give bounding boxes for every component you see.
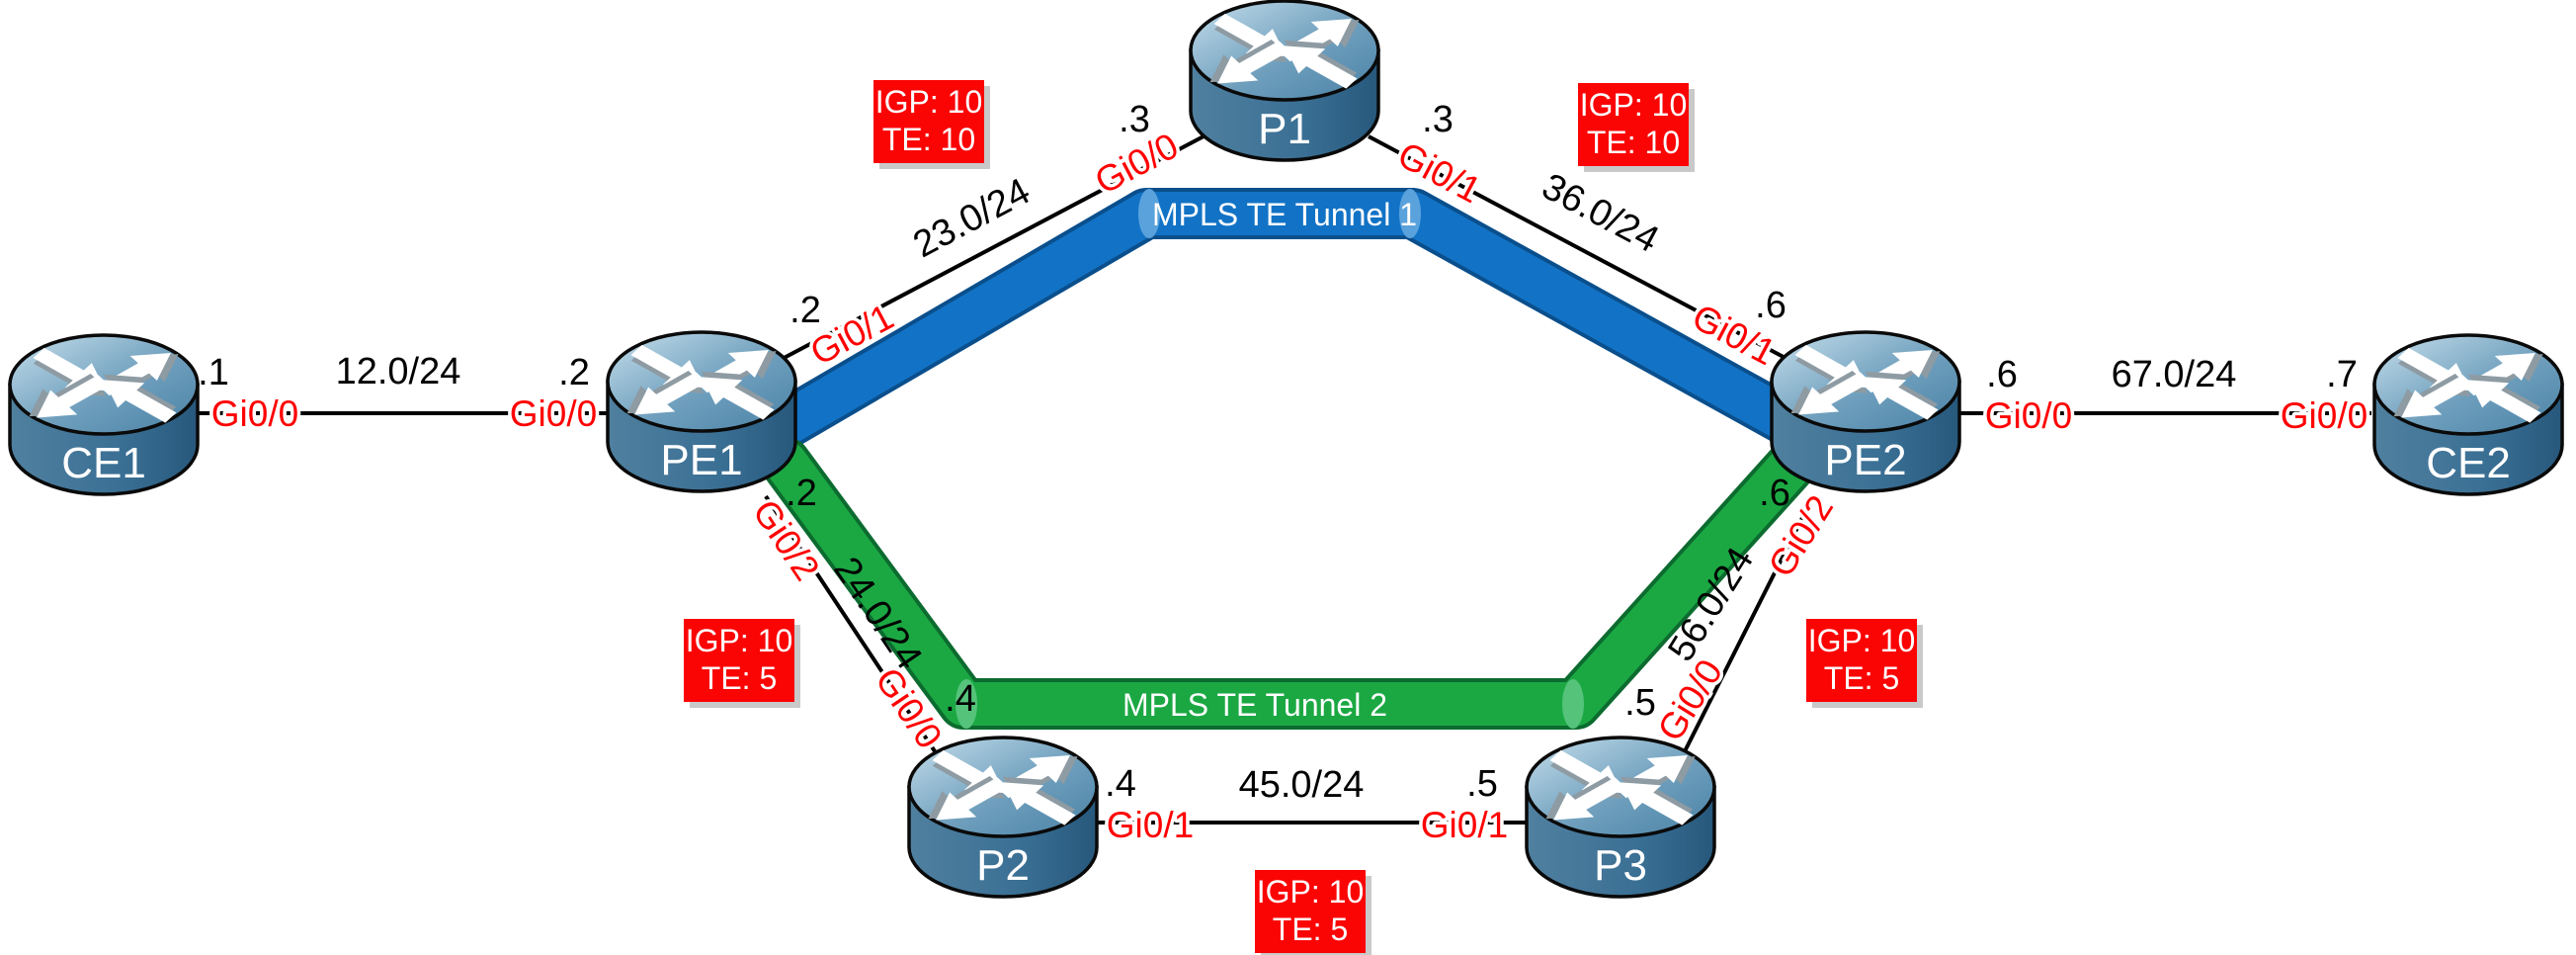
metric-badges: IGP: 10 TE: 10 IGP: 10 TE: 10 IGP: 10 TE… (684, 80, 1923, 955)
router-p2: P2 (909, 738, 1097, 897)
tunnel-1-tube (759, 192, 1820, 449)
badge-igp: IGP: 10 (1808, 623, 1916, 658)
badge-bg (1578, 83, 1689, 166)
ip-p1-gi00: .3 (1119, 99, 1150, 140)
link-p3-pe2 (1683, 501, 1812, 752)
badge-igp: IGP: 10 (1580, 87, 1688, 123)
badge-te: TE: 5 (702, 660, 777, 696)
iface-ce2-gi00: Gi0/0 (2281, 395, 2368, 436)
ip-p3-gi01: .5 (1466, 763, 1498, 805)
tunnel-2-joint-cap (956, 679, 977, 729)
tunnel-2-label: MPLS TE Tunnel 2 (1122, 687, 1387, 723)
iface-p2-gi01: Gi0/1 (1107, 805, 1194, 845)
network-67: 67.0/24 (2112, 354, 2237, 395)
iface-pe1-gi00: Gi0/0 (510, 393, 597, 434)
router-pe2: PE2 (1772, 332, 1959, 491)
badge-igp: IGP: 10 (1257, 874, 1365, 910)
ip-pe1-gi00: .2 (558, 352, 590, 393)
network-23: 23.0/24 (907, 171, 1038, 267)
badge-te: TE: 5 (1824, 660, 1899, 696)
iface-pe2-gi00: Gi0/0 (1985, 395, 2072, 436)
ip-pe2-gi01: .6 (1755, 285, 1787, 326)
iface-p3-gi00: Gi0/0 (1650, 652, 1731, 748)
tunnel-1-label: MPLS TE Tunnel 1 (1152, 197, 1417, 232)
router-p1-label: P1 (1258, 105, 1311, 153)
router-ce1: CE1 (10, 335, 198, 494)
badge-p3-pe2-metrics: IGP: 10 TE: 5 (1806, 619, 1923, 708)
tunnel-1-joint-cap (1399, 189, 1421, 238)
network-12: 12.0/24 (336, 351, 461, 392)
router-pe1-label: PE1 (660, 436, 742, 484)
badge-bg (684, 619, 794, 702)
badge-te: TE: 5 (1273, 912, 1348, 947)
tunnel-1: MPLS TE Tunnel 1 (755, 188, 1824, 453)
badge-bg (873, 80, 984, 163)
ip-p2-gi00: .4 (945, 678, 976, 720)
iface-ce1-gi00: Gi0/0 (211, 393, 298, 434)
ip-pe2-gi02: .6 (1759, 473, 1790, 514)
router-p3-label: P3 (1594, 841, 1647, 890)
iface-p3-gi01: Gi0/1 (1421, 805, 1508, 845)
network-36: 36.0/24 (1536, 166, 1666, 262)
tunnel-2: MPLS TE Tunnel 2 (760, 437, 1819, 730)
ip-p2-gi01: .4 (1105, 763, 1136, 805)
ip-p3-gi00: .5 (1624, 682, 1656, 724)
router-p1: P1 (1191, 1, 1378, 160)
ip-pe1-gi01: .2 (789, 290, 821, 331)
badge-igp: IGP: 10 (686, 623, 793, 658)
link-pe1-p1 (772, 134, 1205, 366)
ip-p1-gi01: .3 (1422, 99, 1454, 140)
links (193, 134, 2371, 825)
router-ce1-label: CE1 (61, 439, 146, 487)
badge-pe1-p2-metrics: IGP: 10 TE: 5 (684, 619, 800, 708)
badge-p2-p3-metrics: IGP: 10 TE: 5 (1255, 870, 1371, 955)
ip-pe1-gi02: .2 (786, 473, 817, 514)
badge-pe1-p1-metrics: IGP: 10 TE: 10 (873, 80, 990, 169)
badge-p1-pe2-metrics: IGP: 10 TE: 10 (1578, 83, 1695, 172)
router-pe2-label: PE2 (1824, 436, 1906, 484)
badge-igp: IGP: 10 (875, 84, 983, 120)
ip-pe2-gi00: .6 (1986, 354, 2018, 395)
router-ce2: CE2 (2374, 335, 2562, 494)
tunnel-1-joint-cap (1138, 189, 1160, 238)
badge-bg (1806, 619, 1917, 702)
link-pe1-p2 (764, 494, 939, 756)
router-pe1: PE1 (608, 332, 795, 491)
routers: CE1 PE1 P1 P2 P3 PE2 CE2 (10, 1, 2562, 897)
link-p1-pe2 (1368, 134, 1797, 366)
router-p3: P3 (1527, 738, 1714, 897)
tunnel-2-joint-cap (1562, 679, 1584, 729)
badge-te: TE: 10 (882, 122, 975, 157)
ip-ce1-gi00: .1 (198, 352, 229, 393)
router-ce2-label: CE2 (2426, 439, 2511, 487)
badge-bg (1255, 870, 1366, 953)
network-45: 45.0/24 (1239, 764, 1365, 806)
badge-te: TE: 10 (1587, 125, 1680, 160)
ip-ce2-gi00: .7 (2326, 354, 2358, 395)
router-p2-label: P2 (976, 841, 1030, 890)
tunnel-2-tube (764, 441, 1815, 726)
